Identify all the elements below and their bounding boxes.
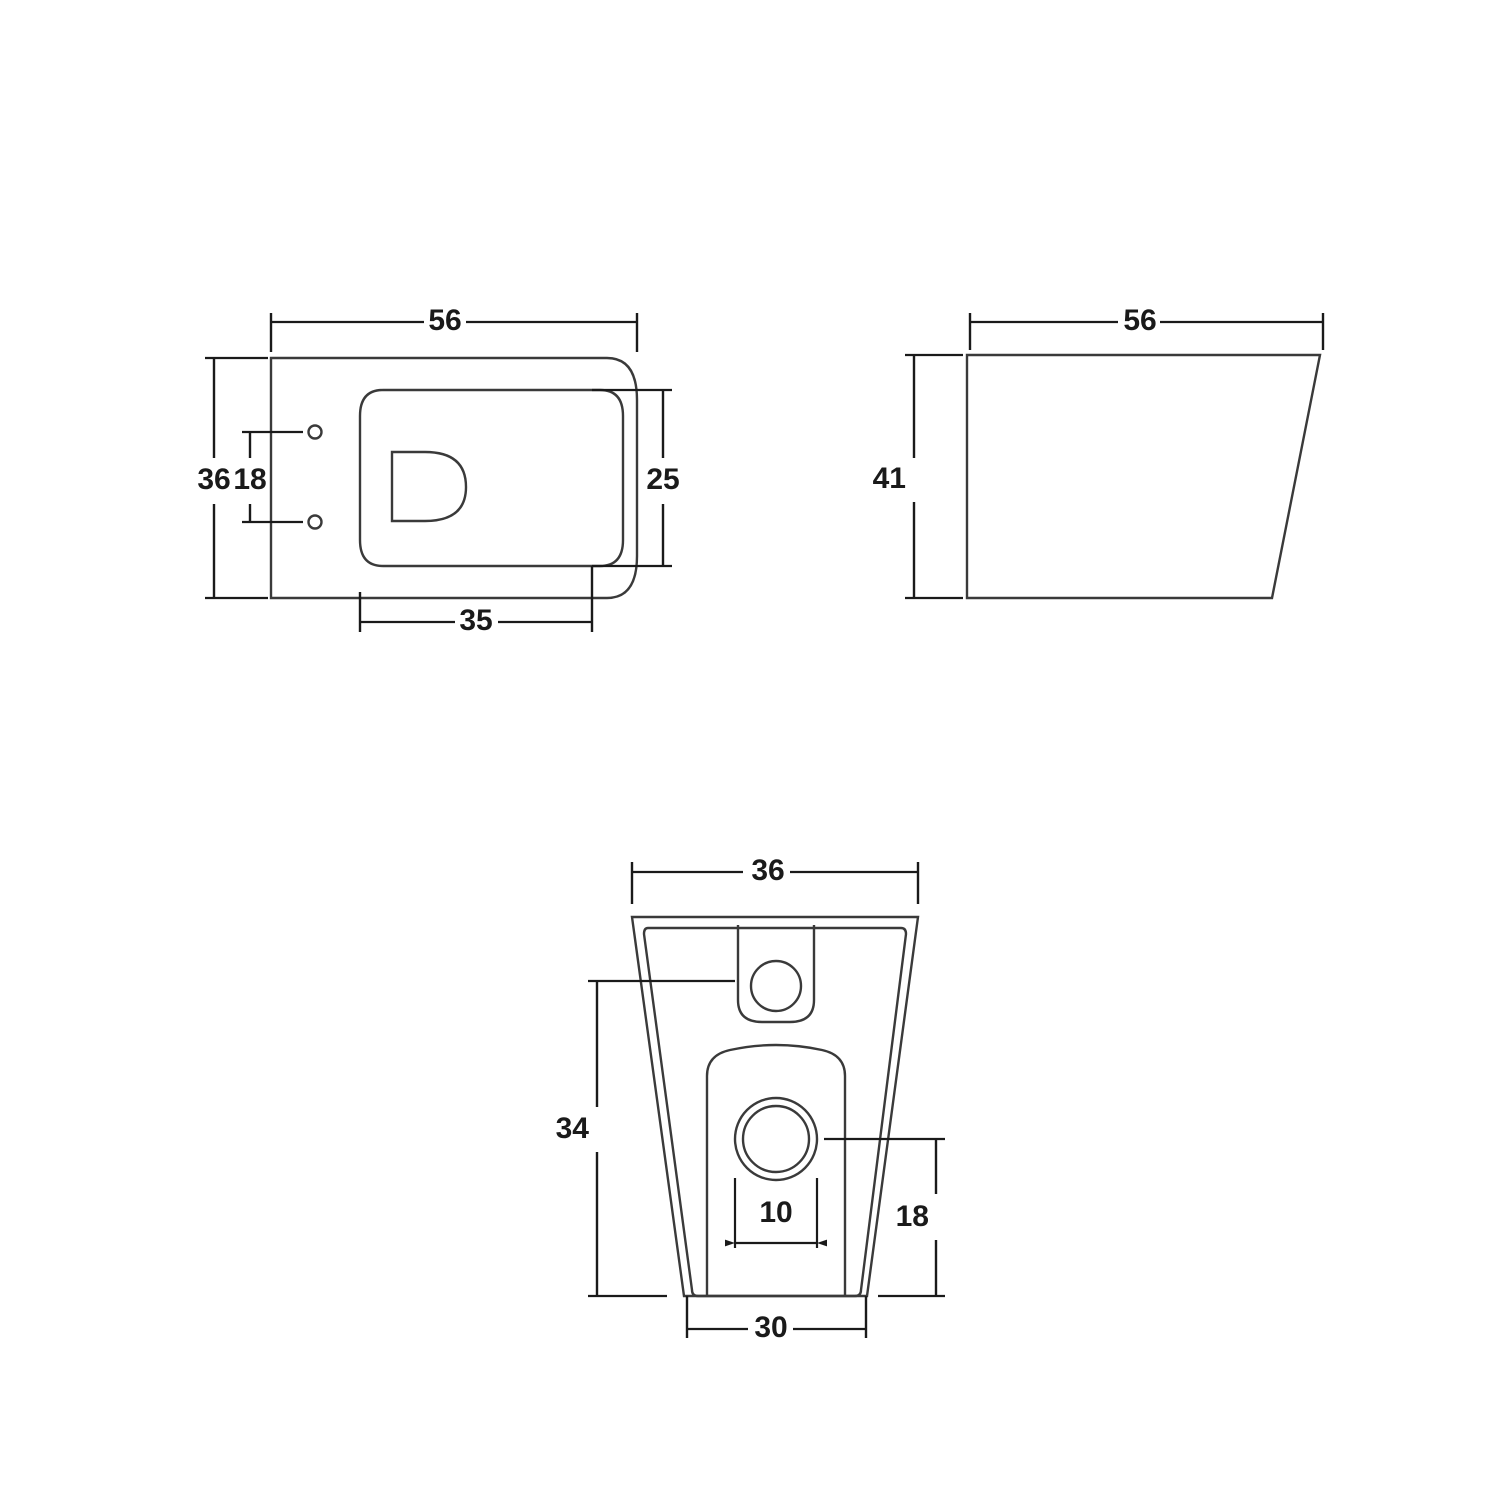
dimension-rear-30: 30 [685,1296,868,1344]
side-body-outline [965,353,1322,600]
dim-label-56-side: 56 [1123,304,1156,337]
dimension-rear-10: 10 [725,1178,827,1248]
dim-label-36-top: 36 [197,463,230,496]
fixing-hole-lower [307,514,323,530]
dimension-top-18: 18 [233,430,303,524]
dim-label-30-rear: 30 [754,1311,787,1344]
dim-label-25-top: 25 [646,463,679,496]
dim-label-36-rear: 36 [751,854,784,887]
bowl-opening-outline [390,450,468,523]
dimension-top-36: 36 [197,356,268,600]
dimension-top-56: 56 [269,304,639,352]
pan-outer-outline [269,356,639,600]
dimension-rear-34: 34 [556,979,735,1298]
dim-label-35-top: 35 [459,604,492,637]
view-top: 56 36 18 25 [197,304,679,637]
fixing-hole-upper [307,424,323,440]
dim-label-18-rear: 18 [896,1200,929,1233]
dim-label-10-rear: 10 [759,1196,792,1229]
view-rear: 36 34 18 10 [556,854,945,1344]
rear-inner-wall-outline [642,926,908,1298]
dimension-top-35: 35 [358,566,594,637]
dim-label-34-rear: 34 [556,1112,590,1145]
dim-label-18-top: 18 [233,463,266,496]
view-side: 56 41 [873,304,1325,600]
outlet-outer-circle [733,1096,819,1182]
water-inlet-tab [736,925,816,1024]
dimension-top-25: 25 [592,388,680,568]
dimension-rear-18: 18 [824,1137,945,1298]
water-inlet-hole [749,959,803,1013]
dim-label-56-top: 56 [428,304,461,337]
outlet-inner-circle [741,1104,811,1174]
dimension-side-56: 56 [968,304,1325,350]
outlet-plate-outline [705,1043,847,1296]
dim-label-41-side: 41 [873,462,906,495]
dimension-side-41: 41 [873,353,963,600]
dimension-rear-36: 36 [630,854,920,904]
